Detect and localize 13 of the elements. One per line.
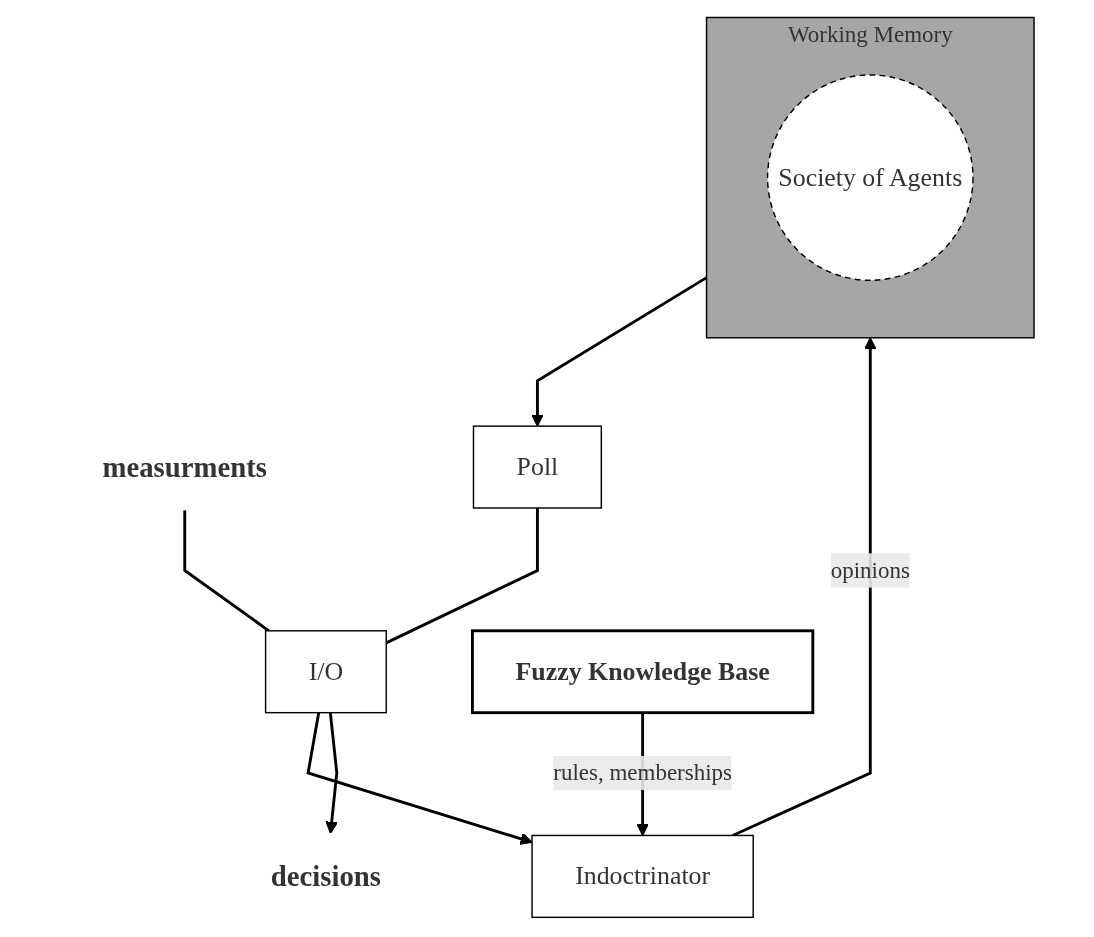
arrow [732, 337, 877, 837]
connector [183, 510, 270, 632]
arrow [306, 712, 533, 845]
node-text: decisions [271, 860, 382, 893]
node-circle: Society of Agents [767, 74, 974, 282]
edge-label: opinions [830, 557, 911, 582]
node-box: Fuzzy Knowledge Base [471, 629, 815, 715]
node-box: I/O [265, 630, 388, 714]
node-box: Poll [473, 425, 603, 509]
arrow [325, 712, 339, 834]
edge-label: rules, memberships [553, 760, 733, 785]
node-text: measurments [102, 451, 268, 483]
node-box: Indoctrinator [531, 834, 755, 919]
